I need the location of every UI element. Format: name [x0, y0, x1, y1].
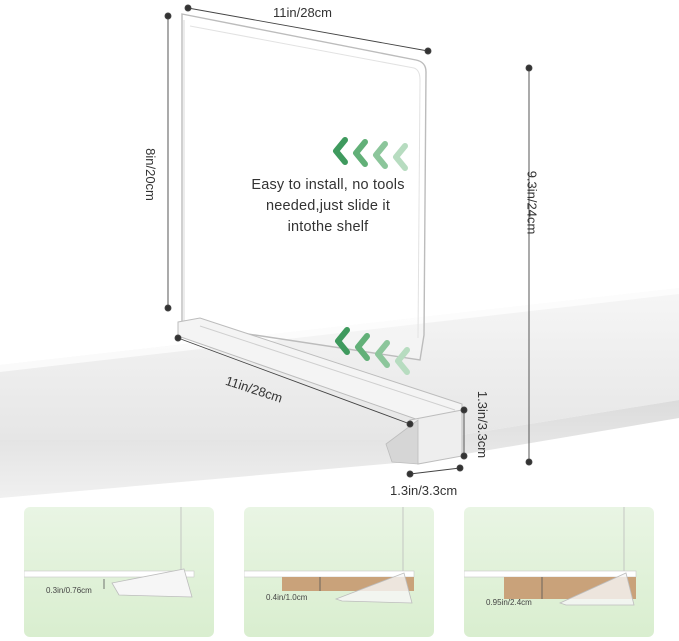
thickness-panel-2: 0.4in/1.0cm	[244, 507, 434, 637]
thickness-panel-1: 0.3in/0.76cm	[24, 507, 214, 637]
install-note-line-1: Easy to install, no tools	[251, 177, 405, 193]
slide-arrows-bottom	[335, 327, 410, 375]
left-height-label: 8in/20cm	[142, 148, 158, 201]
thickness-illustration-1	[24, 507, 195, 598]
thickness-illustration-3	[464, 507, 637, 606]
thickness-label-1: 0.3in/0.76cm	[46, 586, 92, 595]
install-note: Easy to install, no tools needed,just sl…	[228, 175, 428, 238]
clip-base	[177, 317, 463, 465]
install-note-line-2: needed,just slide it	[265, 198, 391, 214]
acrylic-panel	[181, 13, 427, 361]
total-height-label: 9.3in/24cm	[524, 170, 540, 235]
thickness-label-2: 0.4in/1.0cm	[266, 593, 308, 602]
base-width-label: 1.3in/3.3cm	[390, 483, 458, 498]
dimension-lines	[164, 4, 533, 478]
install-note-line-3: intothe shelf	[287, 219, 369, 235]
thickness-label-3: 0.95in/2.4cm	[486, 598, 532, 607]
thickness-illustration-2	[244, 507, 415, 604]
thickness-panel-3: 0.95in/2.4cm	[464, 507, 654, 637]
slide-arrows-top	[333, 137, 408, 171]
base-height-label: 1.3in/3.3cm	[475, 390, 491, 459]
top-width-label: 11in/28cm	[273, 5, 333, 20]
